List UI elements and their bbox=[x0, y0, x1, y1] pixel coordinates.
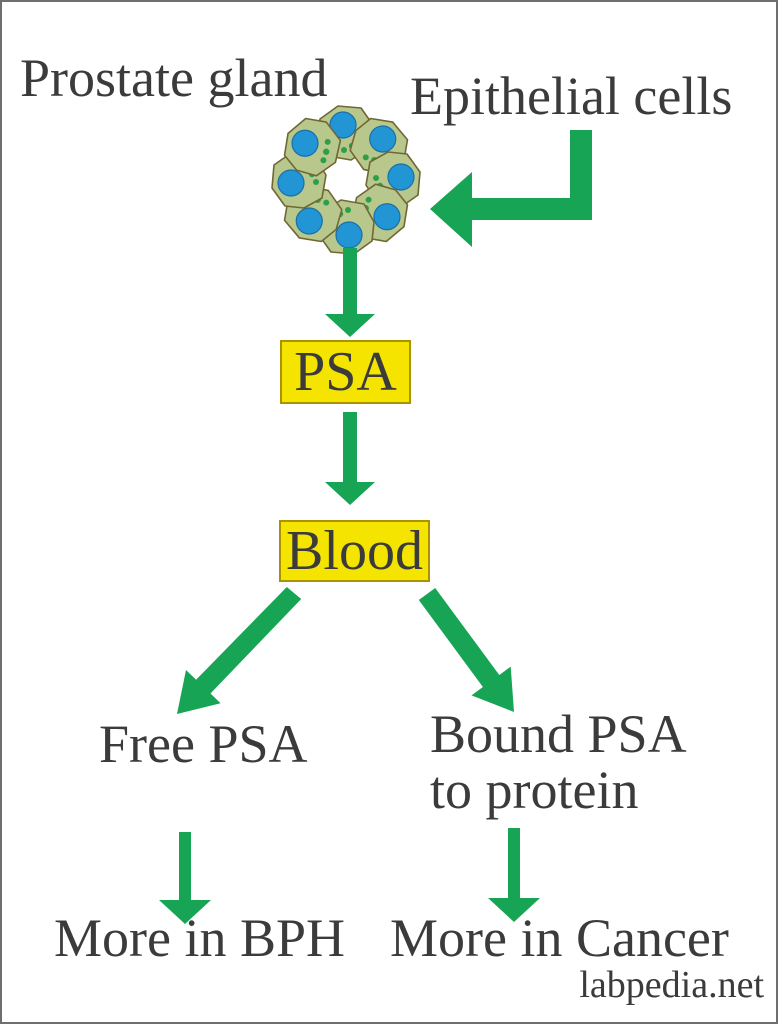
more-in-cancer-label: More in Cancer bbox=[390, 908, 729, 968]
cell-ring-icon bbox=[271, 105, 421, 255]
watermark-label: labpedia.net bbox=[579, 964, 764, 1006]
elbow-left-arrow-icon bbox=[430, 130, 592, 247]
more-in-bph-label: More in BPH bbox=[54, 908, 346, 968]
psa-box: PSA bbox=[280, 340, 411, 404]
diagonal-right-arrow-icon bbox=[418, 588, 514, 712]
thin-down-arrow-cancer-icon bbox=[488, 828, 540, 922]
blood-box-label: Blood bbox=[286, 520, 423, 582]
prostate-gland-label: Prostate gland bbox=[20, 48, 328, 108]
bound-psa-line2: to protein bbox=[430, 760, 639, 821]
cell-ring-cells bbox=[271, 105, 421, 255]
bound-psa-label: Bound PSA to protein bbox=[430, 706, 687, 818]
down-arrow-cells-to-psa-icon bbox=[325, 248, 375, 337]
thin-down-arrow-bph-icon bbox=[159, 832, 211, 924]
psa-box-label: PSA bbox=[294, 341, 397, 403]
down-arrow-psa-to-blood-icon bbox=[325, 412, 375, 505]
bound-psa-line1: Bound PSA bbox=[430, 704, 687, 764]
diagonal-left-arrow-icon bbox=[177, 587, 302, 714]
epithelial-cells-label: Epithelial cells bbox=[410, 66, 733, 126]
free-psa-label: Free PSA bbox=[99, 714, 308, 774]
blood-box: Blood bbox=[279, 520, 430, 582]
